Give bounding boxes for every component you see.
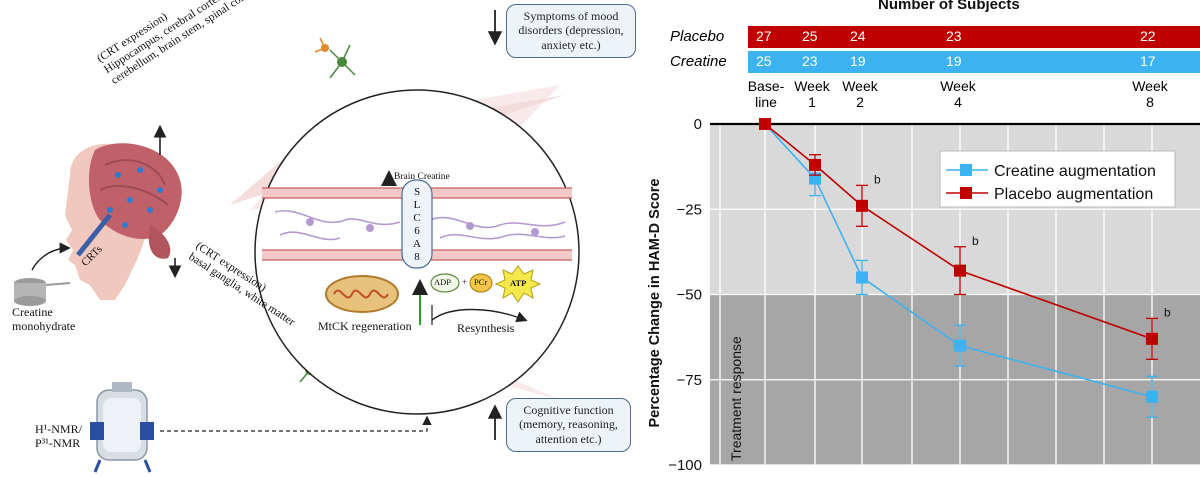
head-silhouette [65, 143, 182, 300]
creatine-data-point [1146, 390, 1158, 403]
subjects-title: Number of Subjects [878, 0, 1020, 13]
placebo-data-point [954, 264, 966, 277]
legend-marker-creatine [960, 164, 972, 176]
legend-label-creatine: Creatine augmentation [994, 163, 1156, 180]
placebo-data-point [809, 158, 821, 171]
brain-creatine-label: Brain Creatine [394, 172, 450, 182]
timepoint-week1-line2: 1 [808, 94, 816, 110]
atp-label: ATP [510, 278, 527, 288]
illustration-graphics [14, 10, 580, 473]
cognitive-function-callout: Cognitive function (memory, reasoning, a… [506, 398, 631, 452]
nmr-machine-icon [90, 382, 154, 473]
slc-letter-4: 6 [414, 225, 420, 237]
nmr-detection-arrow [160, 415, 432, 432]
creatine-line1: Creatine [12, 305, 53, 319]
significance-marker: b [1164, 305, 1171, 319]
legend-box [939, 150, 1176, 208]
treatment-response-label: Treatment response [728, 336, 744, 461]
creatine-cup-icon [14, 278, 71, 306]
atp-burst [494, 265, 542, 303]
legend-marker-placebo [960, 187, 972, 199]
mood-symptoms-callout: Symptoms of mood disorders (depression, … [506, 4, 636, 58]
placebo-data-point [759, 118, 771, 130]
creatine-count-baseline: 25 [756, 53, 772, 69]
creatine-count-week1: 23 [802, 53, 818, 69]
nmr-line2: P³¹-NMR [35, 435, 81, 450]
timepoint-week4-line2: 4 [954, 94, 962, 110]
adp-bubble [430, 273, 460, 293]
y-tick-label: −75 [677, 372, 702, 389]
nmr-label: H¹-NMR/ P³¹-NMR [35, 422, 82, 451]
cognitive-line1: Cognitive function [523, 403, 614, 417]
cognitive-line2: (memory, reasoning, [519, 417, 618, 432]
timepoint-baseline-line1: Base- [747, 78, 785, 94]
placebo-data-point [856, 199, 868, 212]
mood-line2: disorders (depression, [518, 23, 624, 38]
resynthesis-label: Resynthesis [457, 321, 515, 335]
timepoint-week8: Week 8 [1130, 78, 1170, 110]
slc-letter-2: L [413, 199, 421, 211]
mood-line3: anxiety etc.) [541, 37, 601, 52]
timepoint-baseline: Base- line [746, 78, 786, 110]
ham-d-line-chart: 0 −25 −50 −75 −100 Treatment response b b b Creat… [668, 116, 1200, 474]
cognitive-line3: attention etc.) [535, 431, 602, 446]
timepoint-week4-line1: Week [940, 78, 976, 94]
significance-marker: b [972, 234, 979, 248]
ingestion-arrow [31, 242, 71, 271]
timepoint-week2-line2: 2 [856, 94, 864, 110]
slc-letter-3: C [413, 212, 421, 224]
plus-label: + [462, 277, 468, 287]
mtck-regeneration-label: MtCK regeneration [318, 319, 412, 333]
creatine-data-point [954, 339, 966, 352]
y-tick-label: −25 [677, 201, 702, 218]
resynthesis-arrow [431, 308, 528, 323]
creatine-monohydrate-label: Creatine monohydrate [12, 305, 76, 334]
neuron-icon-top [314, 37, 356, 79]
mitochondrion-icon [325, 275, 399, 313]
significance-marker: b [874, 172, 881, 186]
slc6a8-transporter [401, 179, 433, 269]
creatine-data-point [856, 271, 868, 284]
timepoint-week1-line1: Week [794, 78, 830, 94]
creatine-mechanism-illustration: (CRT expression) Hippocampus, cerebral c… [12, 0, 636, 473]
creatine-count-week4: 19 [946, 53, 962, 69]
placebo-count-week2: 24 [850, 28, 866, 44]
slc6a8-label: S L C 6 A 8 [402, 186, 432, 264]
placebo-count-baseline: 27 [756, 28, 772, 44]
ham-d-results-panel: Number of Subjects Placebo 27 25 24 23 2… [640, 0, 1200, 477]
timepoint-baseline-line2: line [755, 94, 777, 110]
placebo-data-point [1146, 332, 1158, 345]
slc-letter-1: S [413, 186, 421, 198]
creatine-row-label: Creatine [670, 53, 727, 70]
timepoint-week8-line2: 8 [1146, 94, 1154, 110]
pcr-bubble [469, 273, 493, 293]
nmr-line1: H¹-NMR/ [35, 422, 82, 436]
creatine-line2: monohydrate [12, 318, 76, 333]
y-tick-label: −100 [668, 457, 702, 474]
creatine-count-week8: 17 [1140, 53, 1156, 69]
placebo-row-bar [748, 26, 1200, 48]
slc-letter-5: A [413, 238, 421, 250]
slc-letter-6: 8 [414, 251, 420, 263]
timepoint-week4: Week 4 [938, 78, 978, 110]
timepoint-week8-line1: Week [1132, 78, 1168, 94]
creatine-row-bar [748, 51, 1200, 73]
timepoint-week2: Week 2 [840, 78, 880, 110]
y-tick-label: −50 [677, 287, 702, 304]
y-tick-label: 0 [694, 116, 702, 133]
creatine-count-week2: 19 [850, 53, 866, 69]
mood-line1: Symptoms of mood [523, 9, 619, 23]
pcr-label: PCr [474, 277, 488, 287]
placebo-count-week8: 22 [1140, 28, 1156, 44]
placebo-count-week1: 25 [802, 28, 818, 44]
placebo-row-label: Placebo [670, 28, 725, 45]
timepoint-week1: Week 1 [792, 78, 832, 110]
timepoint-week2-line1: Week [842, 78, 878, 94]
legend-label-placebo: Placebo augmentation [994, 186, 1153, 203]
placebo-count-week4: 23 [946, 28, 962, 44]
adp-label: ADP [434, 277, 452, 287]
